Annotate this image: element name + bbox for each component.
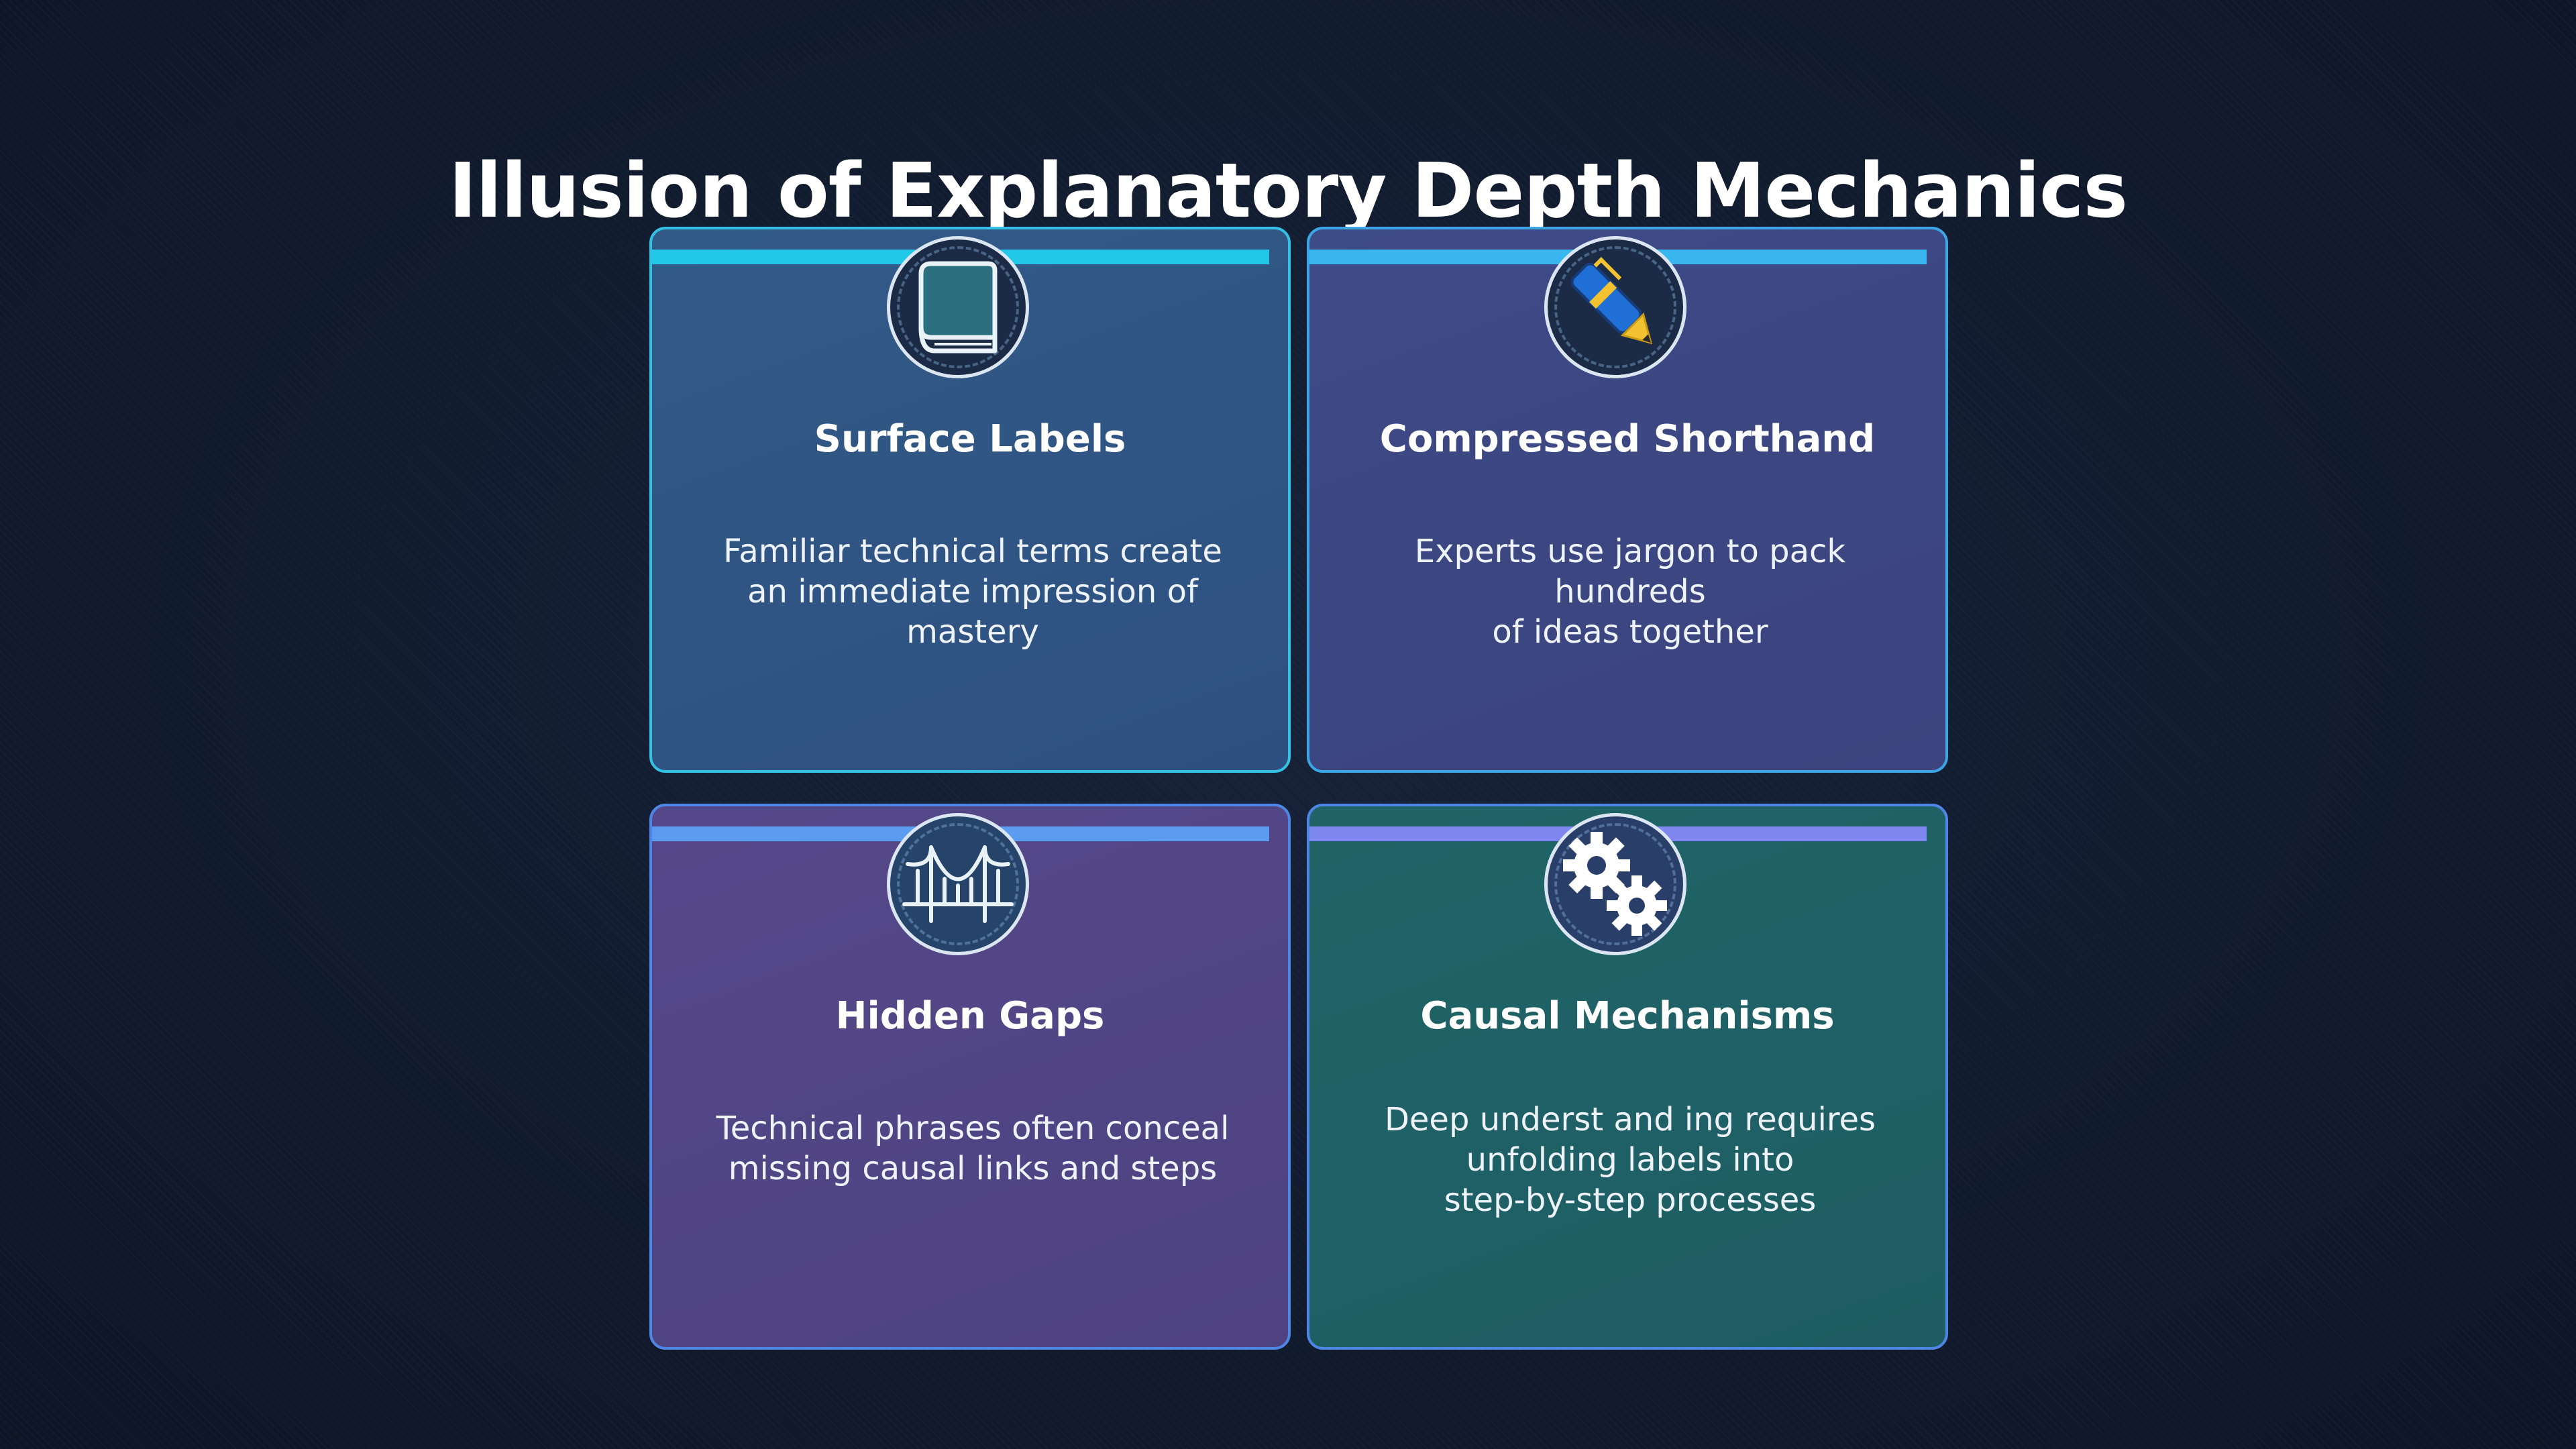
card-icon-badge <box>887 813 1029 955</box>
card-description-line: missing causal links and steps <box>728 1150 1218 1187</box>
page-title: Illusion of Explanatory Depth Mechanics <box>448 148 2128 235</box>
card-icon-badge <box>887 236 1029 378</box>
card-title: Surface Labels <box>814 417 1126 461</box>
card-title: Hidden Gaps <box>835 994 1105 1038</box>
card-description-line: of ideas together <box>1492 613 1768 651</box>
card-hidden-gaps: Hidden Gaps Technical phrases often conc… <box>649 804 1291 1350</box>
card-description-line: Deep underst and ing requires <box>1384 1101 1876 1138</box>
card-description-line: Technical phrases often conceal <box>716 1110 1230 1147</box>
card-title: Compressed Shorthand <box>1379 417 1876 461</box>
card-surface-labels: Surface Labels Familiar technical terms … <box>649 227 1291 773</box>
card-description-line: unfolding labels into <box>1466 1141 1794 1179</box>
card-compressed-shorthand: Compressed Shorthand Experts use jargon … <box>1307 227 1948 773</box>
card-description-line: an immediate impression of mastery <box>747 573 1198 651</box>
pen-icon <box>1570 257 1653 345</box>
card-causal-mechanisms: Causal Mechanisms Deep underst and ing r… <box>1307 804 1948 1350</box>
card-description: Technical phrases often conceal missing … <box>679 1108 1267 1189</box>
card-description-line: Experts use jargon to pack hundreds <box>1414 533 1846 610</box>
card-title: Causal Mechanisms <box>1420 994 1835 1038</box>
card-description: Experts use jargon to pack hundreds of i… <box>1336 531 1924 652</box>
book-icon <box>918 261 998 354</box>
bridge-icon <box>902 845 1014 923</box>
card-icon-badge <box>1544 236 1686 378</box>
card-description-line: Familiar technical terms create <box>723 533 1222 570</box>
card-description: Deep underst and ing requires unfolding … <box>1336 1099 1924 1220</box>
card-description-line: step-by-step processes <box>1444 1181 1817 1219</box>
gears-icon <box>1563 832 1667 936</box>
card-description: Familiar technical terms create an immed… <box>679 531 1267 652</box>
card-icon-badge <box>1544 813 1686 955</box>
